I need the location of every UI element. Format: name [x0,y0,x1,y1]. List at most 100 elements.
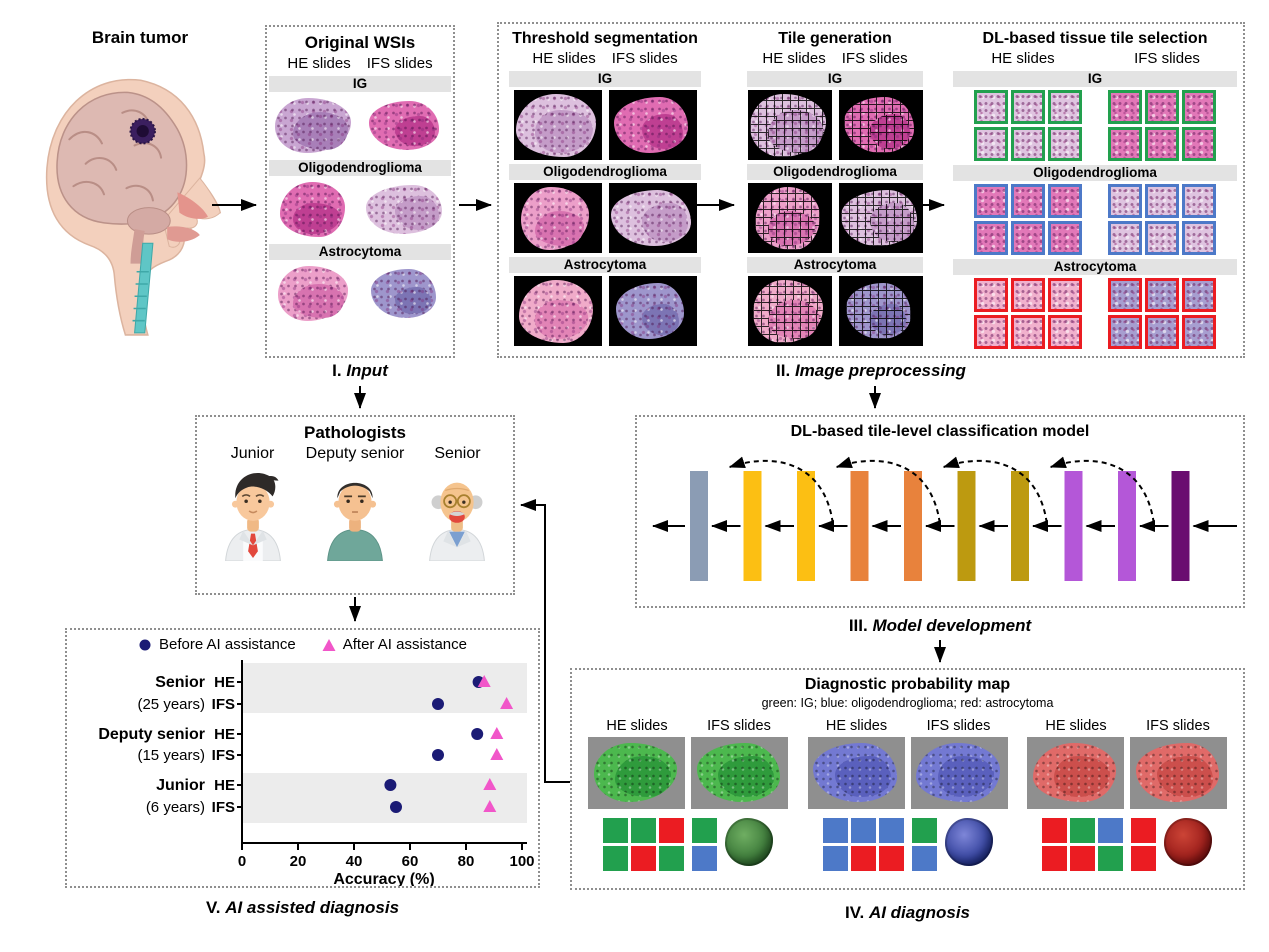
selected-tile-as-ifs [1108,278,1142,312]
input-as-he-image [272,263,357,324]
he-slides-header: HE slides [762,50,826,67]
group-band-astrocytoma: Astrocytoma [953,259,1237,275]
selected-tile-as-ifs [1182,278,1216,312]
svg-text:IFS: IFS [212,799,235,816]
selected-tile-ol-he [1011,184,1045,218]
input-panel-title: Original WSIs [304,33,416,52]
svg-text:HE: HE [214,777,235,794]
selected-tile-ig-ifs [1182,90,1216,124]
svg-text:0: 0 [238,853,246,870]
selected-tile-as-ifs [1145,315,1179,349]
ifs-slides-header: IFS slides [1146,718,1210,734]
thresh-ol-he-image [513,183,602,253]
group-band-oligodendroglioma: Oligodendroglioma [269,160,451,176]
pathologists-panel: Pathologists Junior [195,415,515,595]
prediction-square-green [911,818,937,843]
selected-tile-ig-he [1048,90,1082,124]
prediction-square-green [603,846,628,871]
stage-label-preprocessing: II. Image preprocessing [776,361,966,380]
junior-avatar-icon [224,472,281,561]
thresh-ig-he-image [513,90,602,160]
svg-text:IFS: IFS [212,696,235,713]
brain-head-illustration [45,78,222,336]
diagnosis-title: Diagnostic probability map [804,676,1011,693]
selected-tile-as-ifs [1182,315,1216,349]
prediction-square-blue [850,818,876,843]
threshold-section: Threshold segmentation HE slides IFS sli… [507,24,703,346]
tilegen-as-he-image [747,276,832,346]
thresh-ig-ifs-image [608,90,697,160]
prediction-square-red [1131,818,1156,843]
selected-tile-ig-ifs [1182,127,1216,161]
prediction-square-blue [1098,818,1123,843]
prediction-square-red [1042,846,1067,871]
selected-tile-ol-ifs [1182,184,1216,218]
tile-selection-title: DL-based tissue tile selection [982,30,1208,47]
ifs-slides-header: IFS slides [841,50,908,67]
wsi-prediction-blob-red [1164,818,1212,866]
junior-pathologist: Junior [215,445,291,561]
svg-text:(6 years): (6 years) [146,799,205,816]
tilegen-ol-he-image [747,183,832,253]
prediction-square-blue [878,818,904,843]
brain-tumor-title: Brain tumor [91,28,189,47]
group-band-oligodendroglioma: Oligodendroglioma [747,164,923,180]
selected-tile-ol-he [1048,184,1082,218]
classification-model-diagram [652,456,1237,581]
tilegen-ol-ifs-image [838,183,923,253]
stage-label-input: I. Input [332,361,388,380]
selected-tile-as-he [974,315,1008,349]
junior-label: Junior [230,445,275,462]
prediction-square-blue [822,846,848,871]
group-band-astrocytoma: Astrocytoma [269,244,451,260]
thresh-ol-ifs-image [608,183,697,253]
group-band-astrocytoma: Astrocytoma [509,257,701,273]
svg-text:80: 80 [458,853,475,870]
probability-map-red-he [1027,737,1124,809]
selected-tile-ig-he [1048,127,1082,161]
deputy-senior-pathologist: Deputy senior [306,445,404,561]
stage-label-assisted: V. AI assisted diagnosis [205,898,400,917]
selected-tile-ol-he [974,184,1008,218]
tilegen-as-ifs-image [838,276,923,346]
stage-label-model: III. Model development [848,616,1032,635]
group-band-ig: IG [747,71,923,87]
prediction-square-green [1098,846,1123,871]
selected-tile-ol-ifs [1108,184,1142,218]
selected-tile-as-he [974,278,1008,312]
threshold-title: Threshold segmentation [512,30,698,47]
selected-tile-ol-he [1048,221,1082,255]
mustache-icon [449,511,466,516]
prediction-square-blue [822,818,848,843]
svg-text:Accuracy (%): Accuracy (%) [333,871,434,886]
prediction-square-red [850,846,876,871]
svg-text:60: 60 [402,853,419,870]
selected-tile-ig-he [974,127,1008,161]
selected-tile-as-he [1011,278,1045,312]
selected-tile-ol-ifs [1145,221,1179,255]
prediction-square-green [603,818,628,843]
group-band-ig: IG [509,71,701,87]
svg-text:IFS: IFS [212,747,235,764]
he-slides-header: HE slides [825,718,888,734]
selected-tile-as-he [1048,315,1082,349]
prediction-square-red [1070,846,1095,871]
selected-tile-ol-he [1011,221,1045,255]
tilegen-section: Tile generation HE slides IFS slides IG … [745,24,925,346]
group-band-ig: IG [269,76,451,92]
selected-tile-ig-he [974,90,1008,124]
diagnosis-subtitle: green: IG; blue: oligodendroglioma; red:… [761,696,1054,710]
selected-tile-ig-he [1011,90,1045,124]
ifs-slides-header: IFS slides [1134,50,1200,67]
probability-map-red-ifs [1130,737,1227,809]
svg-text:100: 100 [509,853,534,870]
senior-avatar-icon [429,482,486,561]
prediction-square-green [659,846,684,871]
pathologists-title: Pathologists [303,423,406,442]
prediction-square-red [1042,818,1067,843]
